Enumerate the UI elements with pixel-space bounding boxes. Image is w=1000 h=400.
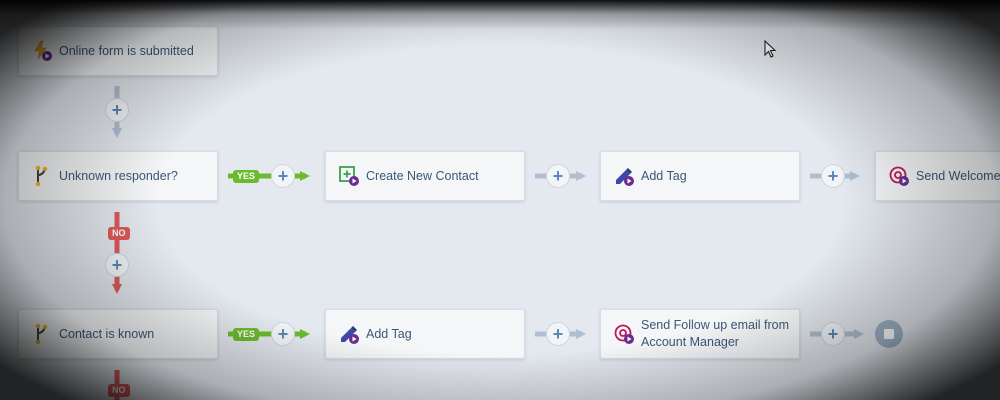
add-step-button[interactable]: +: [546, 322, 570, 346]
step-label: Add Tag: [366, 326, 412, 341]
step-label-line2: Account Manager: [641, 335, 739, 349]
condition-node-contact-is-known[interactable]: Contact is known: [18, 309, 218, 359]
no-badge: NO: [108, 227, 130, 240]
yes-badge: YES: [233, 170, 260, 183]
branch-icon: [31, 165, 53, 187]
step-add-tag[interactable]: Add Tag: [325, 309, 525, 359]
add-step-button[interactable]: +: [821, 164, 845, 188]
step-create-new-contact[interactable]: Create New Contact: [325, 151, 525, 201]
pencil-icon: [613, 165, 635, 187]
add-step-button[interactable]: +: [821, 322, 845, 346]
email-at-icon: [888, 165, 910, 187]
email-at-icon: [613, 323, 635, 345]
trigger-node[interactable]: Online form is submitted: [18, 26, 218, 76]
add-step-button[interactable]: +: [105, 253, 129, 277]
condition-label: Unknown responder?: [59, 168, 178, 183]
mouse-cursor-icon: [764, 40, 777, 58]
add-step-button[interactable]: +: [271, 322, 295, 346]
condition-label: Contact is known: [59, 326, 155, 341]
pencil-icon: [338, 323, 360, 345]
add-step-button[interactable]: +: [105, 98, 129, 122]
add-step-button[interactable]: +: [271, 164, 295, 188]
add-contact-icon: [338, 165, 360, 187]
step-label: Add Tag: [641, 168, 687, 183]
step-send-welcome-email[interactable]: Send Welcome E: [875, 151, 1000, 201]
step-label: Send Welcome E: [916, 168, 1000, 183]
step-send-follow-up-email[interactable]: Send Follow up email from Account Manage…: [600, 309, 800, 359]
step-add-tag[interactable]: Add Tag: [600, 151, 800, 201]
no-badge: NO: [108, 384, 130, 397]
branch-icon: [31, 323, 53, 345]
lightning-icon: [31, 40, 53, 62]
step-label: Create New Contact: [366, 168, 479, 183]
add-step-button[interactable]: +: [546, 164, 570, 188]
step-label: Send Follow up email from Account Manage…: [641, 317, 789, 351]
condition-node-unknown-responder[interactable]: Unknown responder?: [18, 151, 218, 201]
step-label-line1: Send Follow up email from: [641, 318, 789, 332]
yes-badge: YES: [233, 328, 260, 341]
trigger-label: Online form is submitted: [59, 43, 194, 58]
